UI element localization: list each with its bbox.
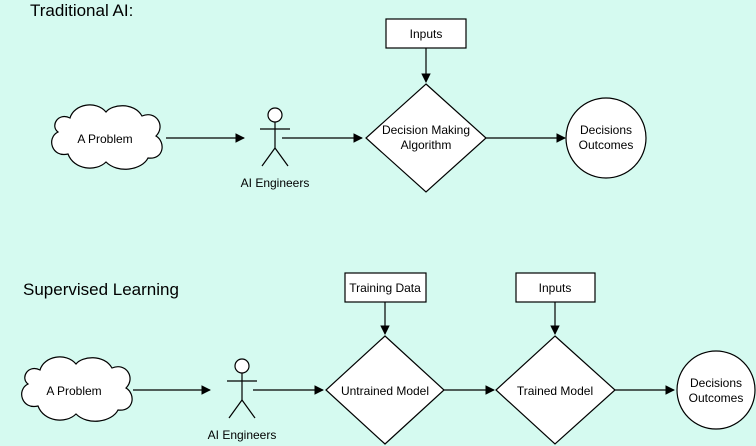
algorithm-label-line2: Algorithm bbox=[401, 138, 452, 152]
traditional-problem-label: A Problem bbox=[77, 132, 132, 146]
trained-model-diamond: Trained Model bbox=[495, 335, 616, 445]
training-data-box: Training Data bbox=[344, 272, 427, 303]
traditional-engineer-figure bbox=[260, 107, 290, 167]
untrained-model-diamond: Untrained Model bbox=[325, 335, 445, 445]
traditional-outcomes-circle: Decisions Outcomes bbox=[565, 97, 647, 179]
supervised-outcomes-line1: Decisions bbox=[690, 376, 742, 390]
traditional-engineers-label: AI Engineers bbox=[241, 176, 310, 190]
supervised-outcomes-line2: Outcomes bbox=[689, 391, 744, 405]
training-data-label: Training Data bbox=[349, 281, 421, 295]
trained-model-label: Trained Model bbox=[517, 384, 593, 398]
untrained-model-label: Untrained Model bbox=[341, 384, 429, 398]
traditional-inputs-label: Inputs bbox=[410, 27, 443, 41]
traditional-problem-cloud: A Problem bbox=[51, 104, 163, 170]
traditional-ai-title: Traditional AI: bbox=[30, 1, 133, 20]
supervised-engineers-label: AI Engineers bbox=[208, 428, 277, 442]
supervised-inputs-label: Inputs bbox=[539, 281, 572, 295]
supervised-outcomes-circle: Decisions Outcomes bbox=[676, 350, 756, 430]
traditional-outcomes-line2: Outcomes bbox=[579, 138, 634, 152]
algorithm-label-line1: Decision Making bbox=[382, 123, 470, 137]
traditional-outcomes-line1: Decisions bbox=[580, 123, 632, 137]
supervised-problem-label: A Problem bbox=[46, 384, 101, 398]
decision-algorithm-diamond: Decision Making Algorithm bbox=[365, 83, 487, 193]
supervised-engineer-figure bbox=[227, 358, 257, 419]
traditional-inputs-box: Inputs bbox=[385, 18, 467, 49]
supervised-problem-cloud: A Problem bbox=[21, 356, 133, 422]
supervised-inputs-box: Inputs bbox=[515, 272, 596, 303]
supervised-learning-title: Supervised Learning bbox=[23, 280, 179, 299]
